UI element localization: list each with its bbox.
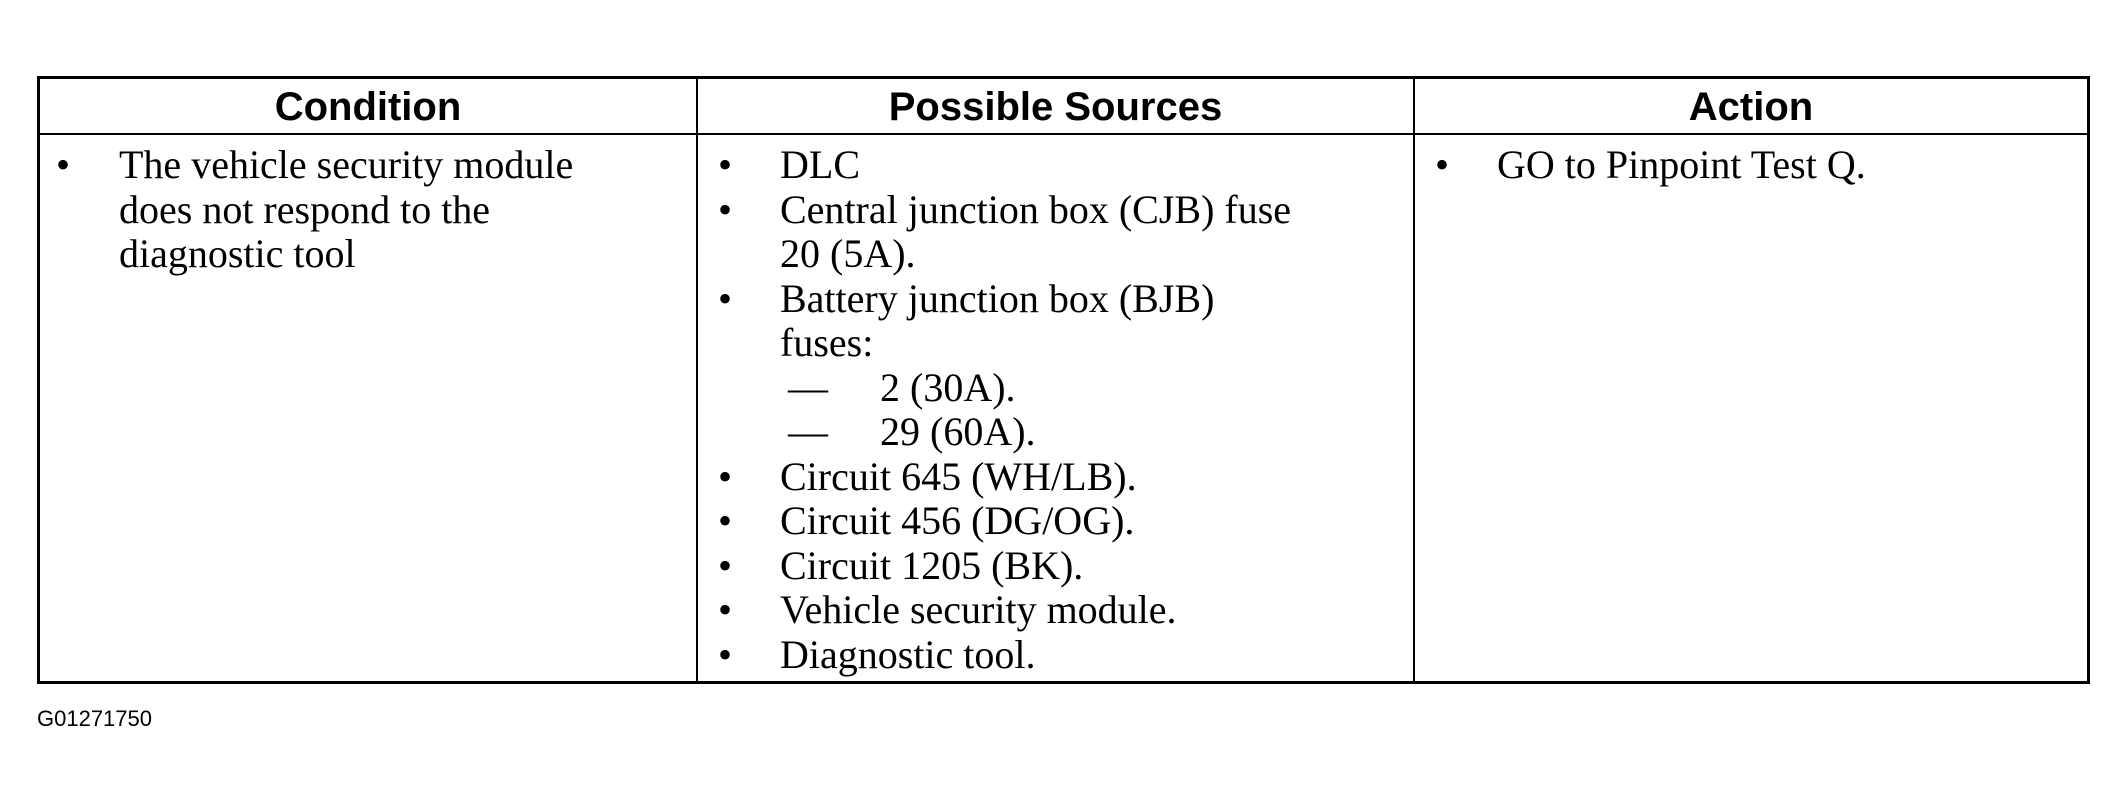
bullet-icon: • xyxy=(718,631,733,677)
condition-text: The vehicle security module does not res… xyxy=(119,142,574,276)
figure-id: G01271750 xyxy=(37,706,152,731)
list-item: • Circuit 645 (WH/LB). xyxy=(698,453,1413,500)
possible-sources-cell: • DLC • Central junction box (CJB) fuse … xyxy=(698,135,1415,681)
bullet-icon: • xyxy=(718,587,733,632)
fuse-item: 2 (30A). xyxy=(880,364,1016,410)
list-item: • Circuit 1205 (BK). xyxy=(698,542,1413,589)
dash-icon: — xyxy=(788,409,828,454)
condition-cell: • The vehicle security module does not r… xyxy=(40,135,698,681)
bullet-icon: • xyxy=(718,453,733,499)
header-action: Action xyxy=(1415,79,2087,135)
source-item: Circuit 1205 (BK). xyxy=(780,542,1084,588)
bullet-icon: • xyxy=(718,498,733,543)
bullet-icon: • xyxy=(718,542,733,588)
sub-list-item: — 2 (30A). xyxy=(780,364,1413,411)
sub-list-item: — 29 (60A). xyxy=(780,409,1413,455)
list-item: • Battery junction box (BJB) fuses: — 2 … xyxy=(698,275,1413,455)
source-item: DLC xyxy=(780,142,860,187)
list-item: • DLC xyxy=(698,142,1413,188)
source-item: Vehicle security module. xyxy=(780,587,1177,632)
source-item: Circuit 645 (WH/LB). xyxy=(780,453,1137,499)
bullet-icon: • xyxy=(1435,142,1450,187)
list-item: • Vehicle security module. xyxy=(698,587,1413,633)
bullet-icon: • xyxy=(718,275,733,321)
source-item: Circuit 456 (DG/OG). xyxy=(780,498,1135,543)
bullet-icon: • xyxy=(56,142,71,187)
fuse-item: 29 (60A). xyxy=(880,409,1036,454)
action-text: GO to Pinpoint Test Q. xyxy=(1497,142,1866,187)
bullet-icon: • xyxy=(718,142,733,187)
source-item: Diagnostic tool. xyxy=(780,631,1036,677)
diagnostic-table: Condition Possible Sources Action • The … xyxy=(37,76,2090,684)
action-cell: • GO to Pinpoint Test Q. xyxy=(1415,135,2087,681)
list-item: • The vehicle security module does not r… xyxy=(40,142,696,277)
list-item: • Central junction box (CJB) fuse 20 (5A… xyxy=(698,186,1413,277)
list-item: • Diagnostic tool. xyxy=(698,631,1413,678)
source-item: Battery junction box (BJB) fuses: xyxy=(780,275,1215,365)
source-item: Central junction box (CJB) fuse 20 (5A). xyxy=(780,186,1292,276)
list-item: • Circuit 456 (DG/OG). xyxy=(698,498,1413,544)
header-possible-sources: Possible Sources xyxy=(698,79,1415,135)
dash-icon: — xyxy=(788,364,828,410)
header-condition: Condition xyxy=(40,79,698,135)
bullet-icon: • xyxy=(718,186,733,232)
list-item: • GO to Pinpoint Test Q. xyxy=(1415,142,2087,188)
